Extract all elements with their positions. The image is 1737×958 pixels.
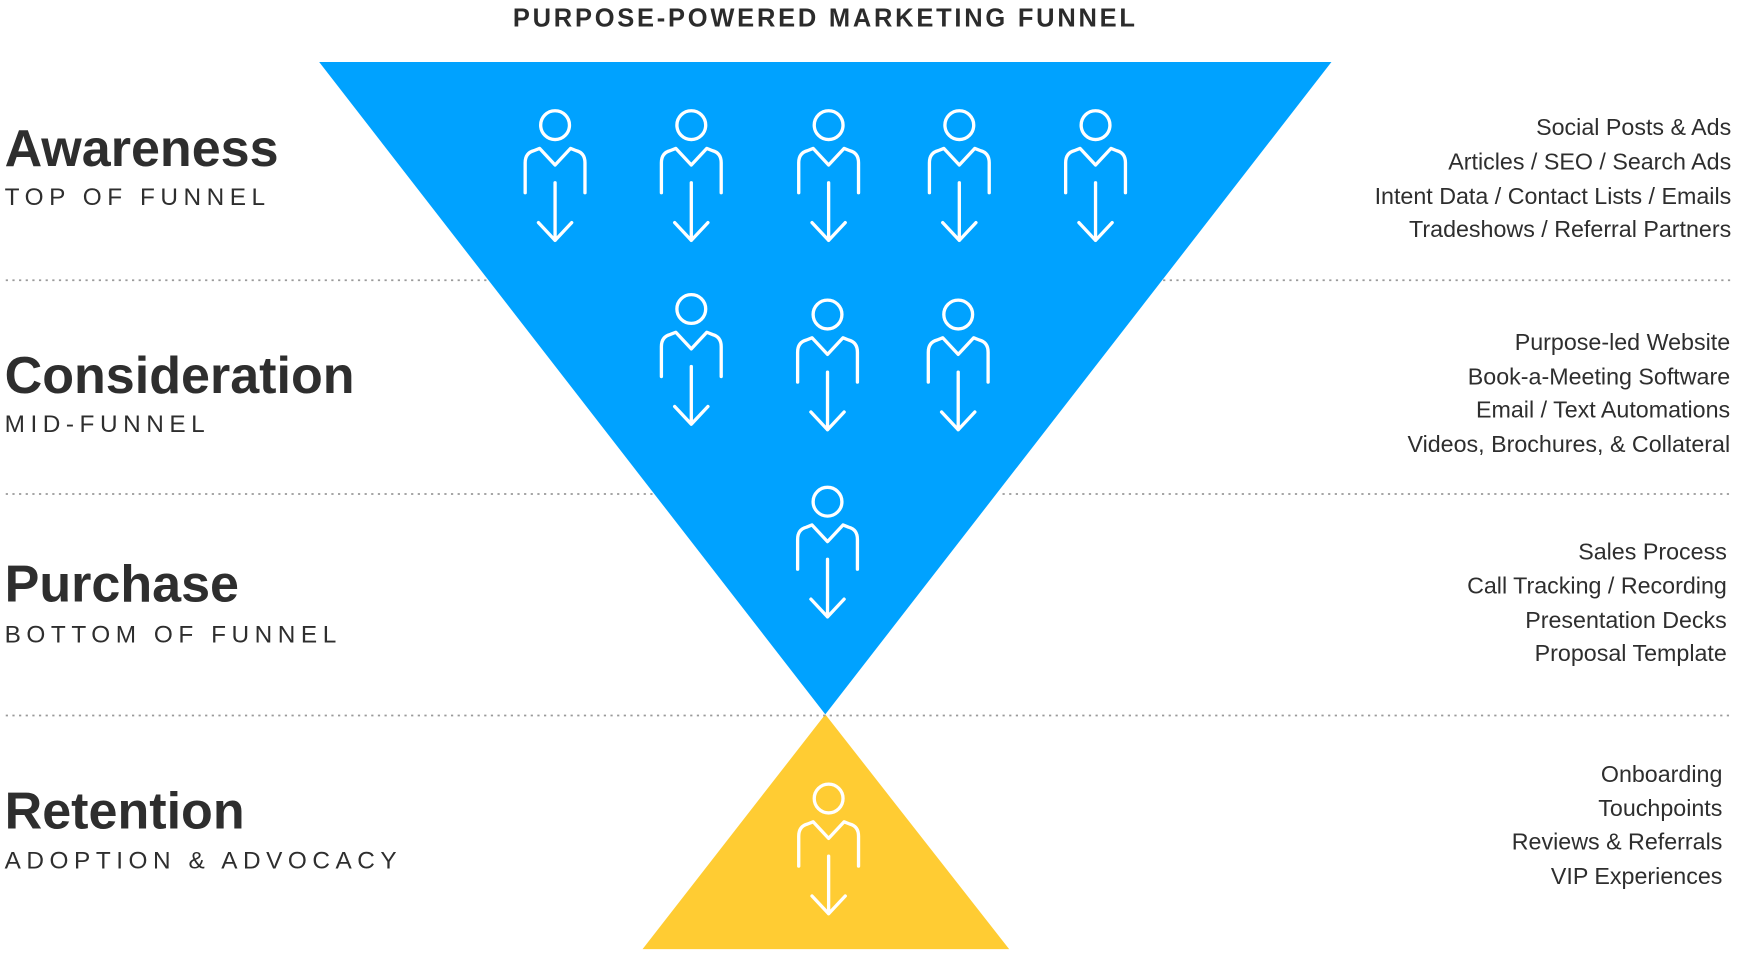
tool-item: Videos, Brochures, & Collateral	[1407, 431, 1730, 457]
tool-item: Purpose-led Website	[1515, 329, 1730, 355]
retention-tools: Onboarding Touchpoints Reviews & Referra…	[1512, 761, 1723, 889]
stage-subtitle-consideration: MID-FUNNEL	[5, 411, 211, 438]
stage-subtitle-awareness: TOP OF FUNNEL	[5, 184, 271, 211]
funnel-triangle	[319, 62, 1332, 715]
awareness-tools: Social Posts & Ads Articles / SEO / Sear…	[1375, 114, 1732, 242]
stage-title-retention: Retention	[5, 782, 245, 840]
tool-item: Social Posts & Ads	[1536, 114, 1731, 140]
tool-item: Sales Process	[1578, 538, 1727, 564]
tool-item: Call Tracking / Recording	[1467, 573, 1727, 599]
stage-subtitle-purchase: BOTTOM OF FUNNEL	[5, 621, 342, 648]
tool-item: Intent Data / Contact Lists / Emails	[1375, 183, 1732, 209]
tool-item: Presentation Decks	[1525, 607, 1727, 633]
purchase-tools: Sales Process Call Tracking / Recording …	[1467, 538, 1727, 666]
tool-item: Reviews & Referrals	[1512, 828, 1723, 854]
stage-title-consideration: Consideration	[5, 347, 355, 405]
retention-triangle	[642, 714, 1010, 950]
dividers	[5, 279, 1731, 717]
tool-item: VIP Experiences	[1551, 863, 1722, 889]
tool-item: Tradeshows / Referral Partners	[1409, 216, 1731, 242]
stage-subtitle-retention: ADOPTION & ADVOCACY	[5, 847, 403, 874]
tool-item: Articles / SEO / Search Ads	[1448, 148, 1731, 174]
tool-item: Email / Text Automations	[1476, 397, 1730, 423]
tool-item: Book-a-Meeting Software	[1468, 363, 1730, 389]
diagram-title: PURPOSE-POWERED MARKETING FUNNEL	[513, 5, 1138, 33]
tool-item: Onboarding	[1601, 761, 1723, 787]
stage-title-awareness: Awareness	[5, 120, 279, 178]
tool-item: Proposal Template	[1535, 640, 1727, 666]
tool-item: Touchpoints	[1598, 795, 1722, 821]
stage-title-purchase: Purchase	[5, 555, 239, 613]
consideration-tools: Purpose-led Website Book-a-Meeting Softw…	[1407, 329, 1730, 457]
